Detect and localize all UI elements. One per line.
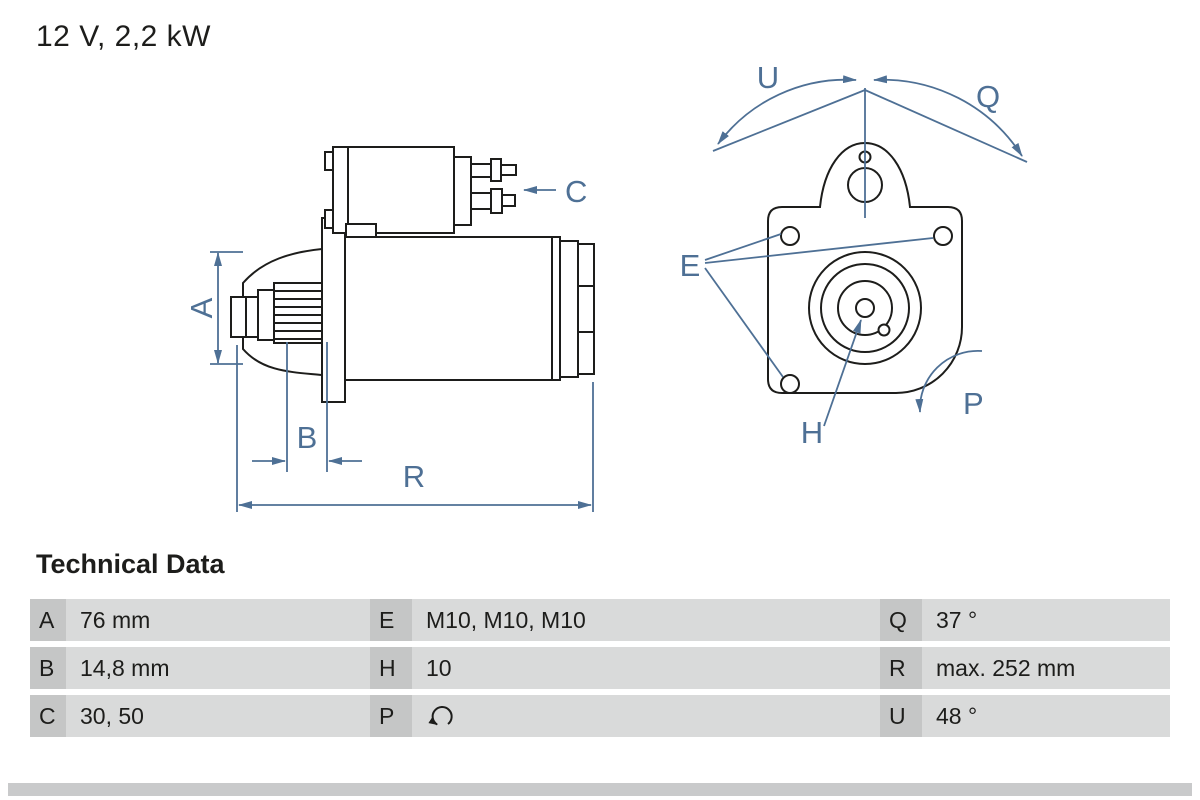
page-title: 12 V, 2,2 kW — [36, 20, 211, 53]
dim-label-u: U — [757, 60, 779, 95]
dim-label-c: C — [565, 174, 587, 209]
dim-label-b: B — [297, 420, 318, 455]
dim-label-h: H — [801, 415, 823, 450]
cell-key-p: P — [370, 695, 412, 737]
cell-key-e: E — [370, 599, 412, 641]
cell-key-u: U — [880, 695, 922, 737]
cell-key-r: R — [880, 647, 922, 689]
cell-value-h: 10 — [412, 647, 880, 689]
front-view-drawing — [767, 141, 963, 394]
bottom-divider-bar — [8, 783, 1192, 796]
cell-value-b: 14,8 mm — [66, 647, 370, 689]
cell-key-a: A — [30, 599, 66, 641]
front-view-dimensions — [704, 75, 1028, 427]
dim-label-r: R — [403, 459, 425, 494]
technical-drawing: A B C R — [184, 60, 1028, 512]
cell-value-q: 37 ° — [922, 599, 1170, 641]
dim-label-p: P — [963, 386, 984, 421]
rotation-direction-icon — [428, 706, 453, 726]
cell-value-u: 48 ° — [922, 695, 1170, 737]
cell-key-h: H — [370, 647, 412, 689]
cell-value-a: 76 mm — [66, 599, 370, 641]
table-row: B 14,8 mm H 10 R max. 252 mm — [30, 647, 1170, 689]
cell-key-q: Q — [880, 599, 922, 641]
cell-value-p — [412, 695, 880, 737]
table-row: A 76 mm E M10, M10, M10 Q 37 ° — [30, 599, 1170, 641]
dim-label-a: A — [184, 297, 219, 318]
technical-data-table: A 76 mm E M10, M10, M10 Q 37 ° B 14,8 mm… — [30, 599, 1170, 743]
side-view-drawing — [230, 146, 595, 403]
table-row: C 30, 50 P U 48 ° — [30, 695, 1170, 737]
cell-value-e: M10, M10, M10 — [412, 599, 880, 641]
side-view-dimensions — [210, 186, 594, 512]
cell-key-b: B — [30, 647, 66, 689]
technical-data-heading: Technical Data — [36, 549, 225, 579]
dim-label-e: E — [680, 248, 701, 283]
cell-value-r: max. 252 mm — [922, 647, 1170, 689]
cell-value-c: 30, 50 — [66, 695, 370, 737]
cell-key-c: C — [30, 695, 66, 737]
dim-label-q: Q — [976, 79, 1000, 114]
